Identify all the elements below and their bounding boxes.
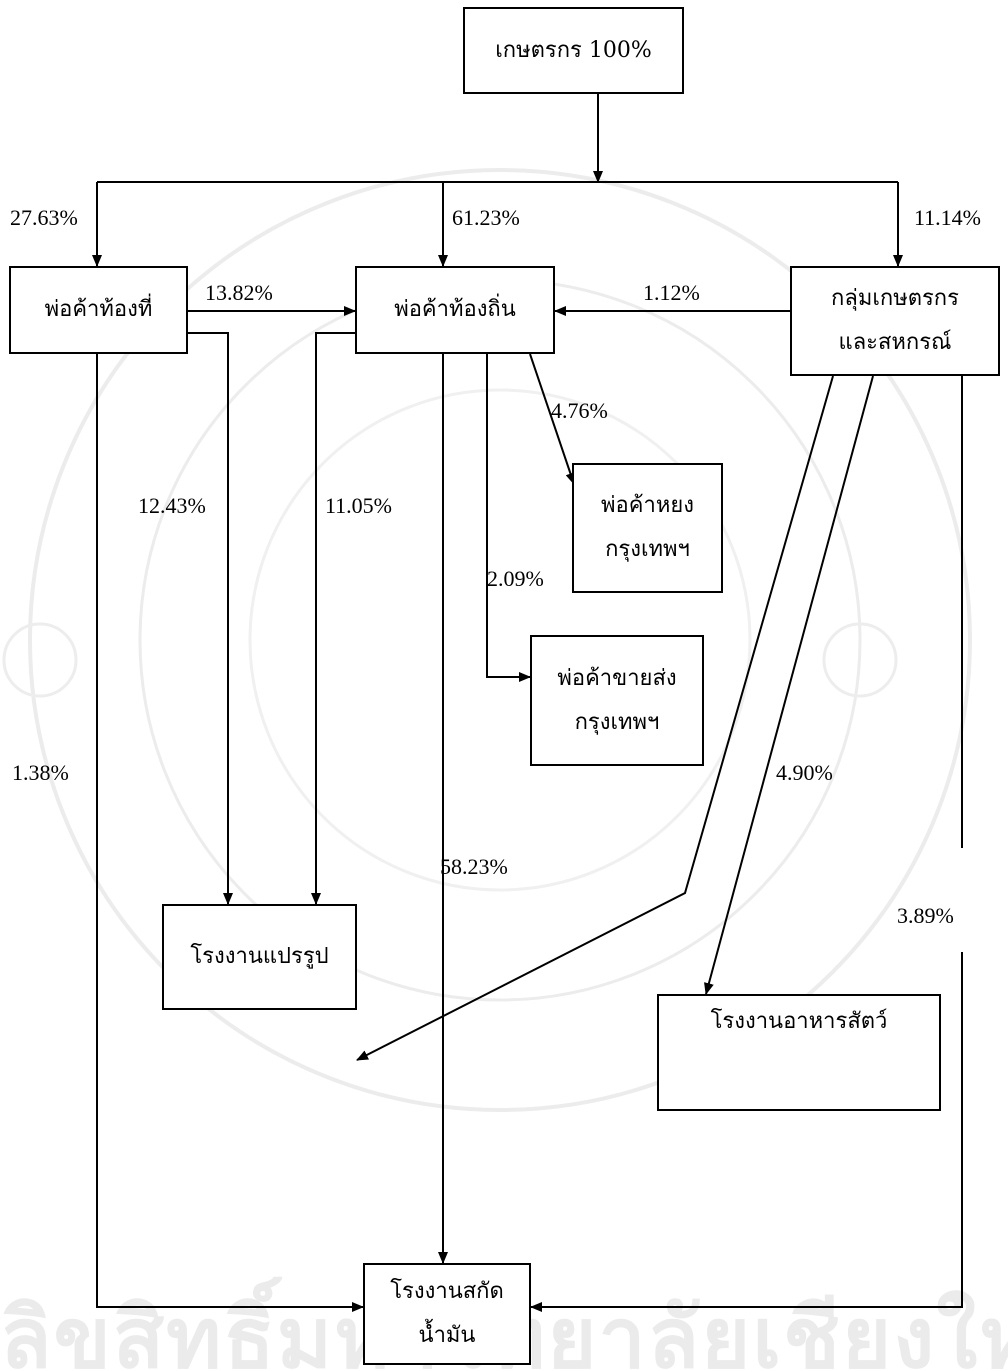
connector-local-to-broker	[529, 353, 576, 485]
node-processing-plant: โรงงานแปรรูป	[162, 904, 357, 1010]
node-coop-label-line2: และสหกรณ์	[838, 330, 952, 355]
flow-label-coop-to-local: 1.12%	[643, 280, 700, 305]
node-local-trader-area-label: พ่อค้าท้องที่	[44, 297, 153, 322]
node-bkk-broker-label-line1: พ่อค้าหยง	[601, 493, 694, 518]
node-local-trader-label: พ่อค้าท้องถิ่น	[394, 297, 516, 322]
flow-label-farmers-to-coop: 11.14%	[914, 205, 982, 230]
node-oil-mill-label-line1: โรงงานสกัด	[390, 1279, 504, 1304]
connector-coop-to-oil-lower	[530, 952, 963, 1312]
connector-area-to-processing	[188, 332, 233, 905]
connector-local-to-processing	[311, 332, 355, 905]
flow-label-farmers-to-area: 27.63%	[10, 205, 78, 230]
connector-local-to-wholesaler	[486, 354, 531, 682]
node-farmers: เกษตรกร 100%	[463, 7, 684, 94]
node-coop-label-line1: กลุ่มเกษตรกร	[831, 286, 959, 311]
flow-label-coop-to-oil: 3.89%	[897, 903, 954, 928]
flow-label-local-to-oil: 58.23%	[440, 854, 508, 879]
flow-label-farmers-to-local: 61.23%	[452, 205, 520, 230]
node-bkk-broker: พ่อค้าหยง กรุงเทพฯ	[572, 463, 723, 593]
node-local-trader: พ่อค้าท้องถิ่น	[355, 266, 555, 354]
node-oil-mill: โรงงานสกัด น้ำมัน	[363, 1263, 531, 1365]
flow-label-local-to-broker: 4.76%	[551, 398, 608, 423]
node-bkk-broker-label-line2: กรุงเทพฯ	[605, 537, 690, 562]
flow-label-local-to-wholesaler: 2.09%	[487, 566, 544, 591]
node-bkk-wholesaler-label-line1: พ่อค้าขายส่ง	[557, 665, 677, 691]
flow-label-area-to-local: 13.82%	[205, 280, 273, 305]
flow-label-area-to-processing: 12.43%	[138, 493, 206, 518]
flow-label-coop-to-feed: 4.90%	[776, 760, 833, 785]
node-farmers-label: เกษตรกร 100%	[495, 37, 652, 63]
connector-coop-to-processing	[356, 375, 834, 1061]
node-bkk-wholesaler: พ่อค้าขายส่ง กรุงเทพฯ	[530, 635, 704, 766]
node-oil-mill-label-line2: น้ำมัน	[418, 1323, 476, 1348]
node-bkk-wholesaler-label-line2: กรุงเทพฯ	[574, 709, 660, 735]
node-coop: กลุ่มเกษตรกร และสหกรณ์	[790, 266, 1000, 376]
node-processing-plant-label: โรงงานแปรรูป	[190, 944, 329, 969]
node-local-trader-area: พ่อค้าท้องที่	[9, 266, 188, 354]
flow-label-local-to-processing: 11.05%	[325, 493, 393, 518]
connector-area-to-oil	[96, 354, 364, 1312]
node-feed-mill-label: โรงงานอาหารสัตว์	[710, 1009, 888, 1034]
node-feed-mill: โรงงานอาหารสัตว์	[657, 994, 941, 1111]
connector-coop-to-feed	[704, 375, 874, 995]
flow-label-area-to-oil: 1.38%	[12, 760, 69, 785]
